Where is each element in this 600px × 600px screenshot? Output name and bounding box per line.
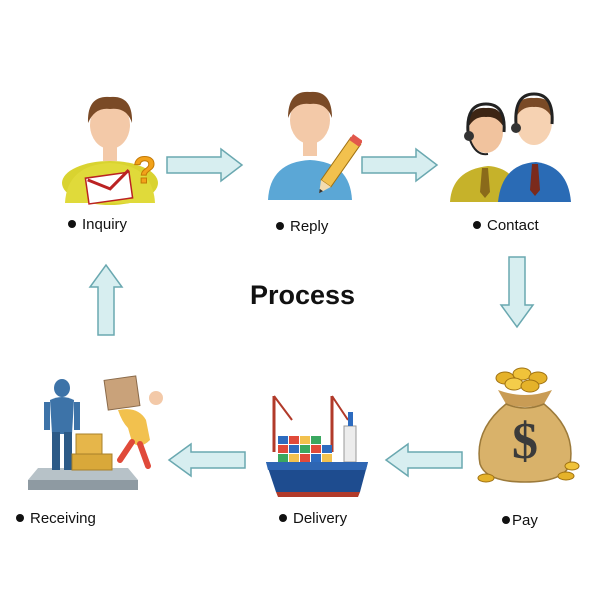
money-bag-icon: $ <box>477 367 580 483</box>
arrow-delivery-to-receiving <box>167 442 246 478</box>
step-text: Inquiry <box>82 216 128 233</box>
step-label-receiving: Receiving <box>16 510 96 527</box>
step-label-delivery: Delivery <box>279 510 347 527</box>
svg-text:$: $ <box>512 413 538 470</box>
bullet-dot <box>502 516 510 525</box>
step-text: Receiving <box>30 510 96 527</box>
bullet-dot <box>279 514 287 523</box>
diagram-title: Process <box>250 280 356 310</box>
cargo-ship-icon <box>266 395 368 497</box>
svg-text:?: ? <box>133 150 156 192</box>
arrow-inquiry-to-reply <box>166 147 244 183</box>
step-text: Contact <box>487 217 539 234</box>
inquiry-person-icon: ? <box>62 96 158 205</box>
receiving-scale-icon <box>28 375 163 490</box>
bullet-dot <box>16 514 24 523</box>
step-label-inquiry: Inquiry <box>68 216 127 233</box>
bullet-dot <box>68 220 76 229</box>
bullet-dot <box>276 222 284 231</box>
step-text: Pay <box>512 512 538 529</box>
step-text: Reply <box>290 218 329 235</box>
contact-headset-icon <box>450 92 571 202</box>
arrow-receiving-to-inquiry <box>88 263 124 336</box>
bullet-dot <box>473 221 481 230</box>
step-label-pay: Pay <box>502 512 538 529</box>
step-text: Delivery <box>293 510 348 527</box>
arrow-reply-to-contact <box>361 147 439 183</box>
reply-person-icon <box>268 91 362 200</box>
arrow-contact-to-pay <box>499 256 535 329</box>
step-label-reply: Reply <box>276 218 328 235</box>
arrow-pay-to-delivery <box>384 442 463 478</box>
step-label-contact: Contact <box>473 217 539 234</box>
